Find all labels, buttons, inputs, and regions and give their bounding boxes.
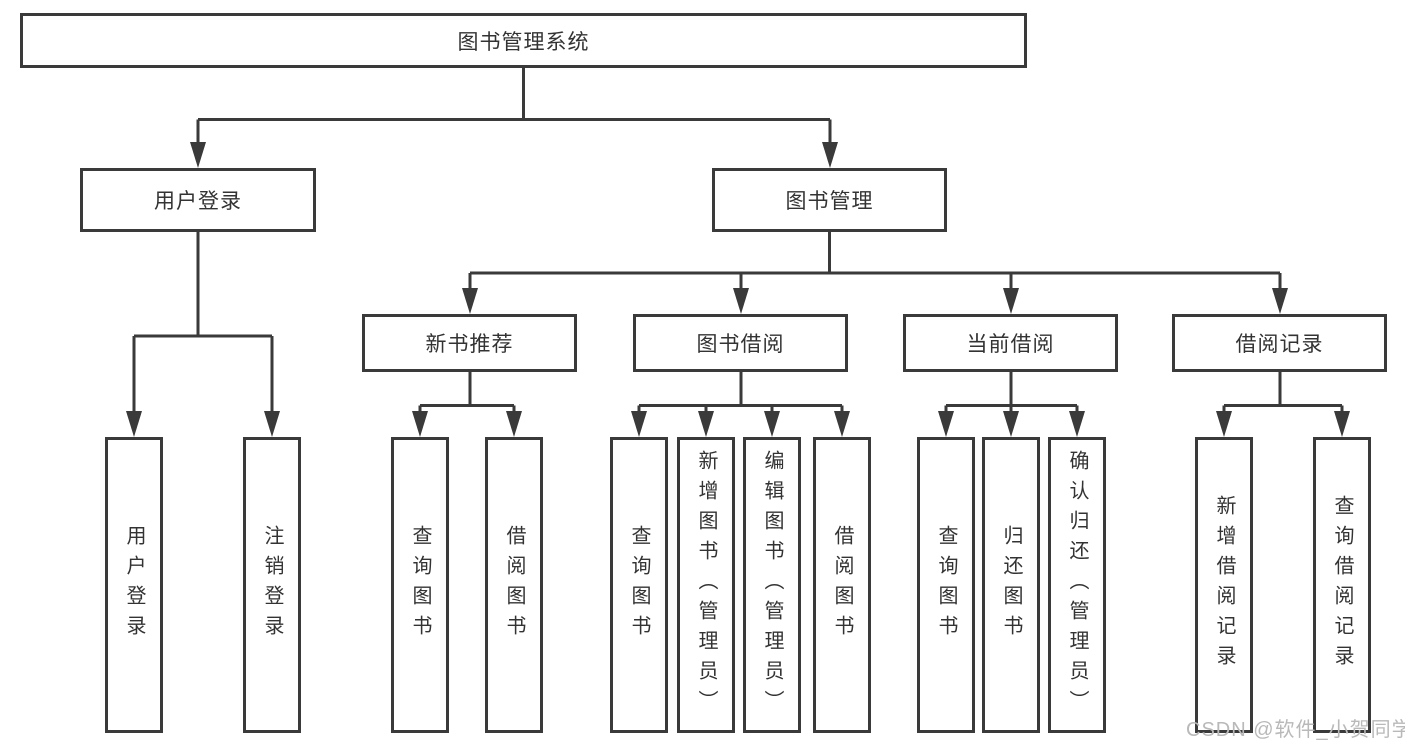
leaf-label: 确认归还（管理员） bbox=[1066, 450, 1088, 720]
leaf-label: 查询借阅记录 bbox=[1331, 495, 1353, 675]
arrowhead-down-icon bbox=[1069, 411, 1085, 437]
leaf-label: 编辑图书（管理员） bbox=[761, 450, 783, 720]
arrowhead-down-icon bbox=[190, 142, 206, 168]
node-borrow-records: 借阅记录 bbox=[1172, 314, 1387, 372]
node-label: 当前借阅 bbox=[966, 333, 1055, 356]
csdn-watermark: CSDN @软件_小贺同学 bbox=[1186, 719, 1405, 741]
leaf-borrow-book: 借阅图书 bbox=[813, 437, 871, 733]
connector-book-mgmt-split bbox=[470, 232, 1280, 275]
node-label: 新书推荐 bbox=[425, 333, 514, 356]
arrowhead-down-icon bbox=[1003, 411, 1019, 437]
arrowhead-down-icon bbox=[764, 411, 780, 437]
node-label: 用户登录 bbox=[154, 190, 242, 213]
arrowhead-down-icon bbox=[733, 288, 749, 314]
connector-records-split bbox=[1224, 372, 1342, 407]
node-current-borrow: 当前借阅 bbox=[903, 314, 1118, 372]
arrowhead-down-icon bbox=[698, 411, 714, 437]
leaf-label: 新增借阅记录 bbox=[1213, 495, 1235, 675]
node-label: 图书借阅 bbox=[696, 333, 785, 356]
leaf-label: 查询图书 bbox=[409, 525, 431, 645]
connector-root-split bbox=[198, 68, 830, 121]
leaf-label: 注销登录 bbox=[261, 525, 283, 645]
leaf-return-book: 归还图书 bbox=[982, 437, 1040, 733]
leaf-label: 归还图书 bbox=[1000, 525, 1022, 645]
leaf-user-login: 用户登录 bbox=[105, 437, 163, 733]
node-label: 借阅记录 bbox=[1235, 333, 1324, 356]
arrowhead-down-icon bbox=[126, 411, 142, 437]
arrowhead-down-icon bbox=[1003, 288, 1019, 314]
leaf-query-book-borrow: 查询图书 bbox=[610, 437, 668, 733]
node-library-management-system: 图书管理系统 bbox=[20, 13, 1027, 68]
arrowhead-down-icon bbox=[1272, 288, 1288, 314]
leaf-logout: 注销登录 bbox=[243, 437, 301, 733]
leaf-query-borrow-record: 查询借阅记录 bbox=[1313, 437, 1371, 733]
leaf-borrow-book-recommend: 借阅图书 bbox=[485, 437, 543, 733]
leaf-label: 查询图书 bbox=[935, 525, 957, 645]
node-book-management-branch: 图书管理 bbox=[712, 168, 947, 232]
connector-current-borrow-split bbox=[946, 372, 1077, 407]
leaf-label: 用户登录 bbox=[123, 525, 145, 645]
arrowhead-down-icon bbox=[938, 411, 954, 437]
node-new-book-recommend: 新书推荐 bbox=[362, 314, 577, 372]
connector-book-borrow-split bbox=[639, 372, 842, 407]
leaf-query-book-current: 查询图书 bbox=[917, 437, 975, 733]
arrowhead-down-icon bbox=[822, 142, 838, 168]
arrowhead-down-icon bbox=[506, 411, 522, 437]
leaf-label: 新增图书（管理员） bbox=[695, 450, 717, 720]
leaf-confirm-return-admin: 确认归还（管理员） bbox=[1048, 437, 1106, 733]
connector-new-book-split bbox=[420, 372, 514, 407]
arrowhead-down-icon bbox=[462, 288, 478, 314]
node-label: 图书管理系统 bbox=[457, 30, 590, 54]
leaf-add-borrow-record: 新增借阅记录 bbox=[1195, 437, 1253, 733]
node-label: 图书管理 bbox=[785, 190, 874, 213]
leaf-add-book-admin: 新增图书（管理员） bbox=[677, 437, 735, 733]
leaf-edit-book-admin: 编辑图书（管理员） bbox=[743, 437, 801, 733]
arrowhead-down-icon bbox=[631, 411, 647, 437]
node-user-login-branch: 用户登录 bbox=[80, 168, 316, 232]
leaf-label: 借阅图书 bbox=[503, 525, 525, 645]
arrowhead-down-icon bbox=[264, 411, 280, 437]
arrowhead-down-icon bbox=[1216, 411, 1232, 437]
leaf-query-book-recommend: 查询图书 bbox=[391, 437, 449, 733]
leaf-label: 借阅图书 bbox=[831, 525, 853, 645]
node-book-borrow: 图书借阅 bbox=[633, 314, 848, 372]
connector-user-login-split bbox=[134, 232, 272, 338]
leaf-label: 查询图书 bbox=[628, 525, 650, 645]
arrowhead-down-icon bbox=[412, 411, 428, 437]
arrowhead-down-icon bbox=[1334, 411, 1350, 437]
arrowhead-down-icon bbox=[834, 411, 850, 437]
